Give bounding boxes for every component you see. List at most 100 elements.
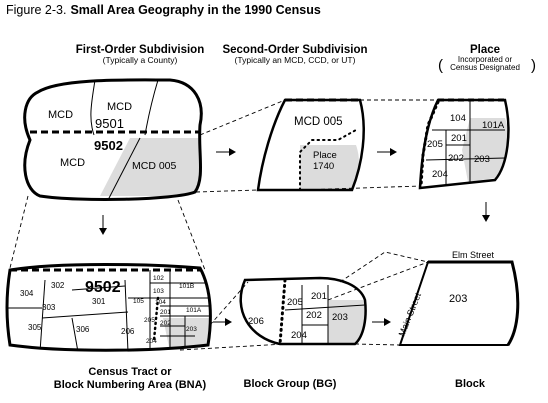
arrow-county-to-tract bbox=[99, 215, 107, 235]
figure-title-text: Small Area Geography in the 1990 Census bbox=[70, 3, 321, 17]
tract-block-302: 302 bbox=[51, 281, 65, 290]
header-first-order: First-Order Subdivision (Typically a Cou… bbox=[40, 44, 240, 65]
figure-title: Figure 2-3.Small Area Geography in the 1… bbox=[6, 3, 321, 17]
county-mcd-line-1 bbox=[90, 79, 96, 136]
caption-tract-line1: Census Tract or bbox=[88, 366, 172, 378]
block-street-elm: Elm Street bbox=[452, 250, 495, 260]
connector-bg-block-bottom bbox=[354, 343, 401, 346]
connector-tract-bg-bottom bbox=[179, 343, 286, 351]
tract-block-201: 201 bbox=[160, 309, 171, 316]
caption-block: Block bbox=[455, 378, 485, 390]
bg-block-206: 206 bbox=[248, 316, 264, 327]
bg-block-201: 201 bbox=[311, 291, 327, 302]
place-block-101a: 101A bbox=[482, 120, 505, 131]
mcd-place-shade bbox=[300, 145, 359, 190]
header-second-order-subtitle: (Typically an MCD, CCD, or UT) bbox=[234, 55, 356, 66]
tract-block-105: 105 bbox=[133, 298, 144, 305]
county-label-mcd-top-mid: MCD bbox=[107, 101, 132, 113]
connector-county-tract-right bbox=[177, 199, 206, 271]
header-second-order: Second-Order Subdivision (Typically an M… bbox=[220, 44, 370, 65]
bg-shade bbox=[328, 300, 366, 344]
tract-block-206: 206 bbox=[121, 327, 135, 336]
tract-line-a bbox=[39, 279, 46, 351]
tract-outline bbox=[5, 263, 212, 352]
arrow-bg-to-block bbox=[372, 318, 391, 326]
tract-block-203: 203 bbox=[186, 326, 197, 333]
mcd-label: MCD 005 bbox=[294, 116, 343, 128]
tract-label: 9502 bbox=[85, 279, 121, 296]
county-label-9502: 9502 bbox=[94, 138, 123, 153]
tract-block-101b: 101B bbox=[179, 283, 194, 290]
place-paren-right: ) bbox=[531, 57, 536, 74]
mcd-panel: MCD 005 Place 1740 bbox=[256, 98, 365, 192]
connector-county-tract-left bbox=[9, 195, 29, 269]
bg-line-1 bbox=[284, 304, 366, 311]
caption-tract-line2: Block Numbering Area (BNA) bbox=[53, 378, 207, 391]
place-paren-left: ( bbox=[438, 57, 443, 74]
county-outline bbox=[23, 78, 203, 201]
tract-line-f bbox=[124, 279, 129, 351]
block-outline-thick bbox=[428, 260, 520, 346]
place-shade bbox=[462, 118, 509, 182]
place-line-h3 bbox=[425, 157, 506, 161]
arrow-place-to-block bbox=[482, 202, 490, 222]
county-label-9501: 9501 bbox=[95, 116, 124, 131]
county-label-mcd005: MCD 005 bbox=[132, 160, 177, 172]
place-block-104: 104 bbox=[450, 113, 466, 124]
tract-block-101a: 101A bbox=[186, 307, 202, 314]
header-first-order-title: First-Order Subdivision bbox=[75, 44, 205, 56]
bg-block-203: 203 bbox=[332, 312, 348, 323]
block-label-203: 203 bbox=[449, 293, 467, 305]
tract-block-306: 306 bbox=[76, 325, 90, 334]
place-block-203: 203 bbox=[474, 154, 490, 165]
header-place-line2: Census Designated bbox=[450, 63, 520, 73]
county-mcd-line-2 bbox=[144, 79, 159, 136]
figure-number: Figure 2-3. bbox=[6, 3, 67, 17]
connector-bg-block-top bbox=[327, 261, 429, 301]
place-block-202: 202 bbox=[448, 153, 464, 164]
tract-block-104: 104 bbox=[155, 299, 166, 306]
connector-lines bbox=[9, 99, 438, 351]
county-label-mcd-top-left: MCD bbox=[48, 109, 73, 121]
connector-county-mcd-bottom bbox=[195, 189, 259, 193]
tract-block-102: 102 bbox=[153, 275, 164, 282]
mcd-outline bbox=[256, 98, 365, 192]
county-label-mcd-bottom-left: MCD bbox=[60, 157, 85, 169]
caption-tract: Census Tract or Block Numbering Area (BN… bbox=[30, 366, 230, 391]
connector-county-mcd-top bbox=[199, 99, 286, 136]
tract-block-305: 305 bbox=[28, 323, 42, 332]
bg-boundary-dots bbox=[278, 278, 287, 346]
tract-line-c bbox=[41, 311, 129, 319]
bg-block-205: 205 bbox=[287, 297, 303, 308]
arrows bbox=[99, 148, 490, 326]
tract-block-202: 202 bbox=[160, 320, 171, 327]
connector-tract-bg-top bbox=[209, 281, 249, 326]
arrow-county-to-mcd bbox=[216, 148, 236, 156]
tract-block-303: 303 bbox=[42, 303, 56, 312]
header-first-order-subtitle: (Typically a County) bbox=[102, 55, 178, 66]
county-mcd005-line bbox=[107, 137, 141, 200]
caption-block-group: Block Group (BG) bbox=[243, 378, 337, 390]
bg-panel: 201 205 202 203 206 204 bbox=[239, 276, 367, 346]
mcd-place-number: 1740 bbox=[313, 161, 334, 172]
place-panel: 104 101A 201 205 202 203 204 bbox=[418, 98, 510, 190]
header-place: Place Incorporated or Census Designated bbox=[430, 44, 540, 73]
tract-block-304: 304 bbox=[20, 289, 34, 298]
bg-outline bbox=[239, 276, 367, 346]
place-block-204: 204 bbox=[432, 169, 448, 180]
mcd-place-label: Place bbox=[313, 150, 337, 161]
tract-place-dots bbox=[152, 296, 160, 342]
arrow-tract-to-bg bbox=[213, 318, 232, 326]
mcd-place-boundary bbox=[299, 129, 357, 191]
place-block-201: 201 bbox=[451, 133, 467, 144]
tract-block-205: 205 bbox=[144, 317, 155, 324]
tract-block-301: 301 bbox=[92, 297, 106, 306]
tract-block-204: 204 bbox=[146, 338, 157, 345]
tract-line-d bbox=[71, 317, 79, 351]
place-boundary-dots bbox=[419, 100, 440, 188]
county-mcd005-shade bbox=[100, 138, 202, 196]
tract-block-103: 103 bbox=[153, 288, 164, 295]
tract-panel: 9502 302 304 303 301 305 306 206 102 103… bbox=[5, 263, 212, 352]
arrow-mcd-to-place bbox=[377, 148, 397, 156]
